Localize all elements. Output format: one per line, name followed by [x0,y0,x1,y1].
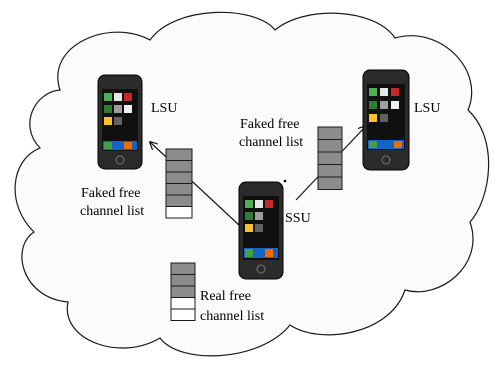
channel-cell-filled [165,194,193,207]
real-caption-line2: channel list [200,309,264,324]
channel-cell-filled [165,183,193,196]
real-caption-line1: Real free [200,289,251,304]
channel-cell-filled [170,285,196,298]
dot-marker [283,179,287,183]
home-button [115,155,125,165]
channel-cell-filled [317,164,343,178]
faked-free-channel-list-left [165,148,193,219]
channel-cell-filled [170,274,196,287]
channel-cell-filled [165,171,193,184]
channel-cell-empty [170,308,196,321]
real-free-channel-list [170,262,196,321]
channel-cell-filled [170,262,196,275]
faked-free-channel-list-right [317,126,343,190]
lsu-left-phone [97,74,143,170]
ssu-label: SSU [285,211,311,226]
lsu-right-label: LSU [414,101,440,116]
home-button [381,155,391,165]
channel-cell-filled [317,151,343,165]
lsu-right-phone [362,69,410,171]
faked-right-caption-line1: Faked free [240,117,299,132]
lsu-left-label: LSU [151,101,177,116]
channel-cell-filled [165,160,193,173]
channel-cell-filled [165,148,193,161]
channel-cell-filled [317,139,343,153]
channel-cell-filled [317,176,343,190]
channel-cell-empty [165,206,193,219]
ssu-phone [238,181,284,280]
faked-left-caption-line2: channel list [80,204,144,219]
faked-right-caption-line2: channel list [239,135,303,150]
home-button [256,264,266,274]
channel-cell-empty [170,297,196,310]
channel-cell-filled [317,126,343,140]
faked-left-caption-line1: Faked free [81,186,140,201]
arrow-ssu-to-left-lsu [150,142,241,227]
